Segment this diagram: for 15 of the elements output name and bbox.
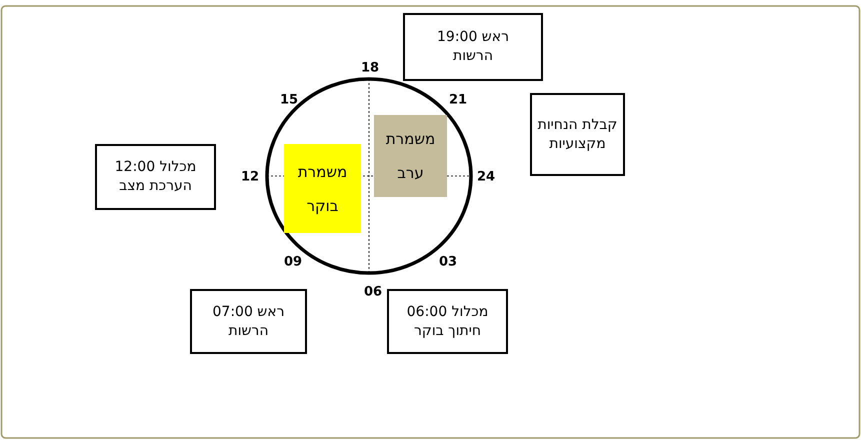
shift-box: משמרת בוקר <box>284 144 361 233</box>
text-box: מכלול 06:00 חיתוך בוקר <box>387 289 508 354</box>
hour-label: 03 <box>438 254 458 270</box>
text-box: ראש 07:00 הרשות <box>190 289 307 354</box>
hour-label: 09 <box>284 254 302 270</box>
text-box: ראש 19:00 הרשות <box>403 13 543 81</box>
hour-label: 15 <box>280 92 298 108</box>
shift-box: משמרת ערב <box>374 115 447 197</box>
hour-label: 24 <box>476 170 496 184</box>
hour-label: 06 <box>364 284 382 300</box>
text-box: מכלול 12:00 הערכת מצב <box>95 144 216 210</box>
hour-label: 21 <box>448 92 468 108</box>
text-box: קבלת הנחיות מקצועיות <box>530 93 625 176</box>
hour-label: 12 <box>240 170 260 184</box>
hour-label: 18 <box>360 60 380 76</box>
